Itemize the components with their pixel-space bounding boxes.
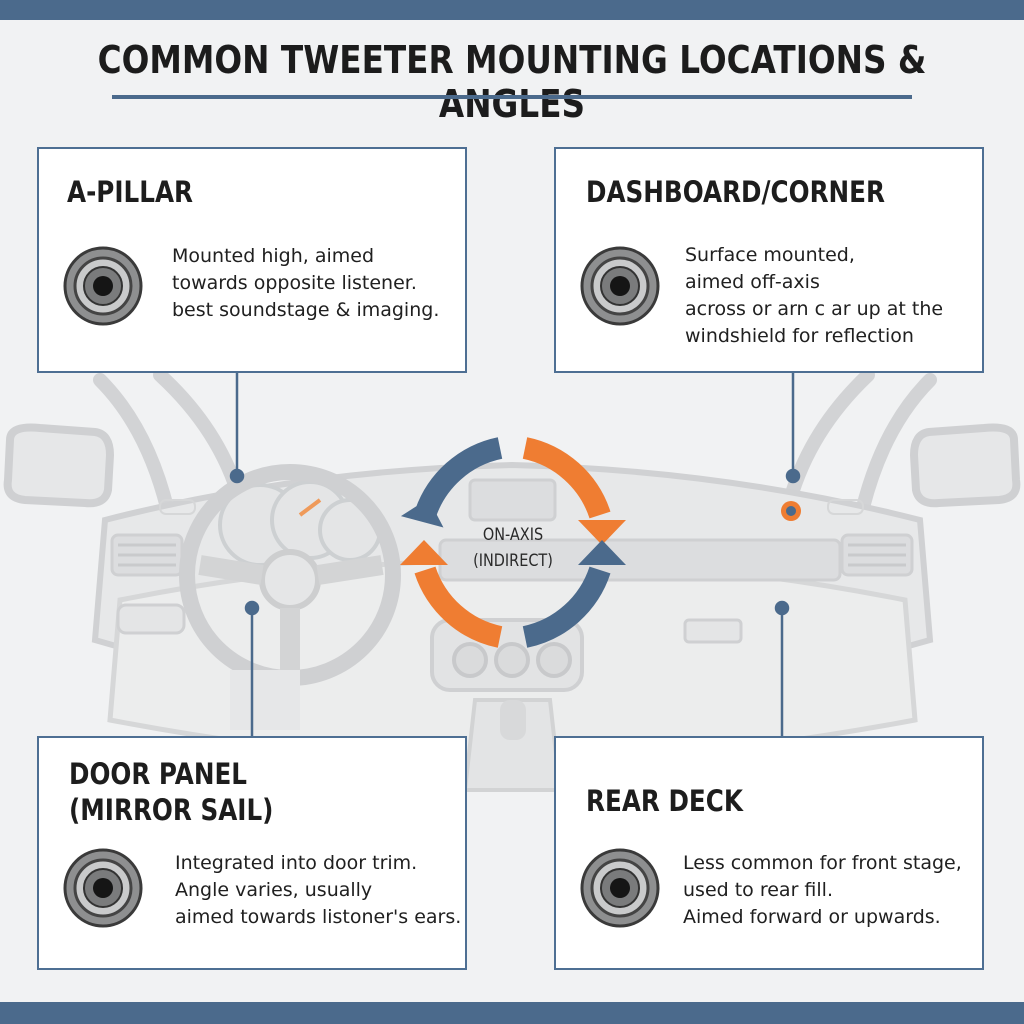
- center-angle-label: ON-AXIS (INDIRECT): [464, 522, 563, 574]
- description-line: across or arn c ar up at the: [685, 298, 944, 320]
- card-dashboard-corner: DASHBOARD/CORNER Surface mounted, aimed …: [554, 147, 984, 373]
- card-description: Mounted high, aimed towards opposite lis…: [172, 243, 439, 324]
- description-line: best soundstage & imaging.: [172, 299, 440, 321]
- card-title: REAR DECK: [586, 783, 743, 819]
- description-line: windshield for reflection: [685, 325, 914, 347]
- card-description: Integrated into door trim. Angle varies,…: [175, 850, 461, 931]
- tweeter-speaker-icon: [63, 848, 143, 928]
- title-underline: [112, 95, 912, 99]
- description-line: Less common for front stage,: [683, 852, 962, 874]
- description-line: towards opposite listener.: [172, 272, 417, 294]
- description-line: Integrated into door trim.: [175, 852, 418, 874]
- description-line: Mounted high, aimed: [172, 245, 375, 267]
- card-rear-deck: REAR DECK Less common for front stage, u…: [554, 736, 984, 970]
- top-accent-bar: [0, 0, 1024, 20]
- description-line: Surface mounted,: [685, 244, 855, 266]
- description-line: Angle varies, usually: [175, 879, 373, 901]
- description-line: aimed towards listoner's ears.: [175, 906, 462, 928]
- card-title-line: A-PILLAR: [67, 175, 194, 209]
- center-label-line-1: ON-AXIS: [482, 525, 544, 545]
- card-title: DASHBOARD/CORNER: [586, 174, 885, 210]
- card-title: DOOR PANEL (MIRROR SAIL): [69, 756, 273, 828]
- card-door-panel: DOOR PANEL (MIRROR SAIL) Integrated into…: [37, 736, 467, 970]
- card-title-line: DASHBOARD/CORNER: [586, 175, 886, 209]
- tweeter-speaker-icon: [580, 246, 660, 326]
- tweeter-speaker-icon: [580, 848, 660, 928]
- card-title-line: (MIRROR SAIL): [69, 793, 274, 827]
- description-line: Aimed forward or upwards.: [683, 906, 941, 928]
- bottom-accent-bar: [0, 1002, 1024, 1024]
- card-description: Surface mounted, aimed off-axis across o…: [685, 242, 943, 350]
- card-title-line: DOOR PANEL: [69, 757, 247, 791]
- card-description: Less common for front stage, used to rea…: [683, 850, 962, 931]
- card-title-line: REAR DECK: [586, 784, 743, 818]
- card-title: A-PILLAR: [67, 174, 193, 210]
- card-a-pillar: A-PILLAR Mounted high, aimed towards opp…: [37, 147, 467, 373]
- tweeter-speaker-icon: [63, 246, 143, 326]
- center-label-line-2: (INDIRECT): [473, 551, 553, 571]
- description-line: used to rear fill.: [683, 879, 833, 901]
- page-title: COMMON TWEETER MOUNTING LOCATIONS & ANGL…: [97, 38, 927, 126]
- description-line: aimed off-axis: [685, 271, 820, 293]
